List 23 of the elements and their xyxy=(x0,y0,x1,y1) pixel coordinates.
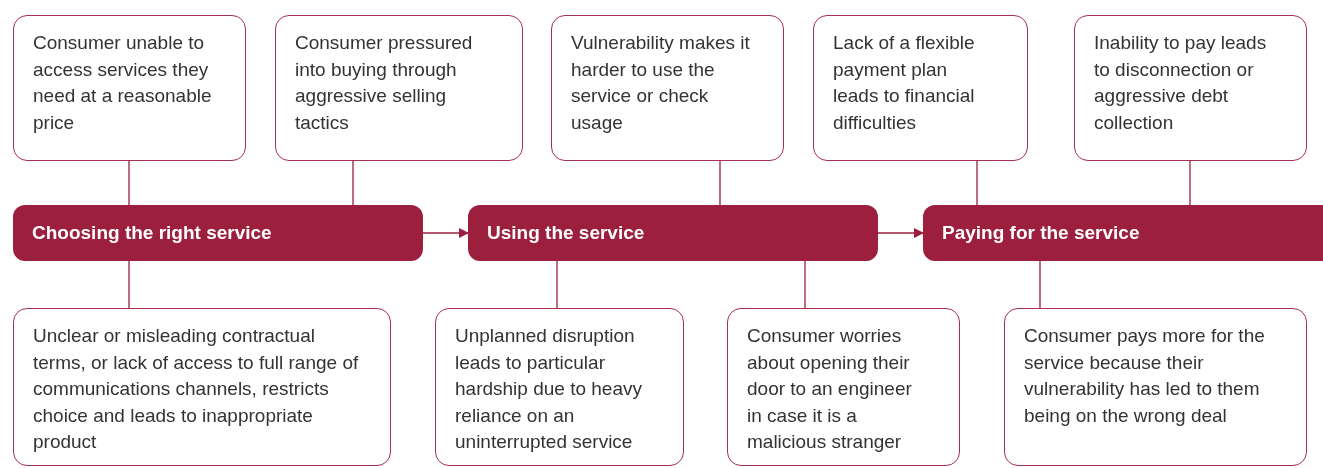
connector-line xyxy=(128,160,130,206)
connector-line xyxy=(352,160,354,206)
arrow xyxy=(877,228,924,238)
issue-box: Lack of a flexible payment plan leads to financial difficulties xyxy=(813,15,1028,161)
issue-box: Unclear or misleading contractual terms, or lack of access to full range of communications channels, restricts choice and leads to inappropriate product xyxy=(13,308,391,466)
issue-box: Consumer pressured into buying through aggressive selling tactics xyxy=(275,15,523,161)
issue-box: Consumer pays more for the service because their vulnerability has led to them being on the wrong deal xyxy=(1004,308,1307,466)
connector-line xyxy=(556,260,558,309)
connector-line xyxy=(128,260,130,309)
connector-line xyxy=(1039,260,1041,309)
issue-box: Unplanned disruption leads to particular hardship due to heavy reliance on an uninterrupted service xyxy=(435,308,684,466)
connector-line xyxy=(804,260,806,309)
issue-box: Consumer unable to access services they need at a reasonable price xyxy=(13,15,246,161)
stage-bar: Using the service xyxy=(468,205,878,261)
connector-line xyxy=(719,160,721,206)
issue-box: Consumer worries about opening their door to an engineer in case it is a malicious stranger xyxy=(727,308,960,466)
connector-line xyxy=(976,160,978,206)
connector-line xyxy=(1189,160,1191,206)
issue-box: Inability to pay leads to disconnection or aggressive debt collection xyxy=(1074,15,1307,161)
stage-bar: Paying for the service xyxy=(923,205,1323,261)
stage-bar: Choosing the right service xyxy=(13,205,423,261)
issue-box: Vulnerability makes it harder to use the service or check usage xyxy=(551,15,784,161)
arrow xyxy=(422,228,469,238)
